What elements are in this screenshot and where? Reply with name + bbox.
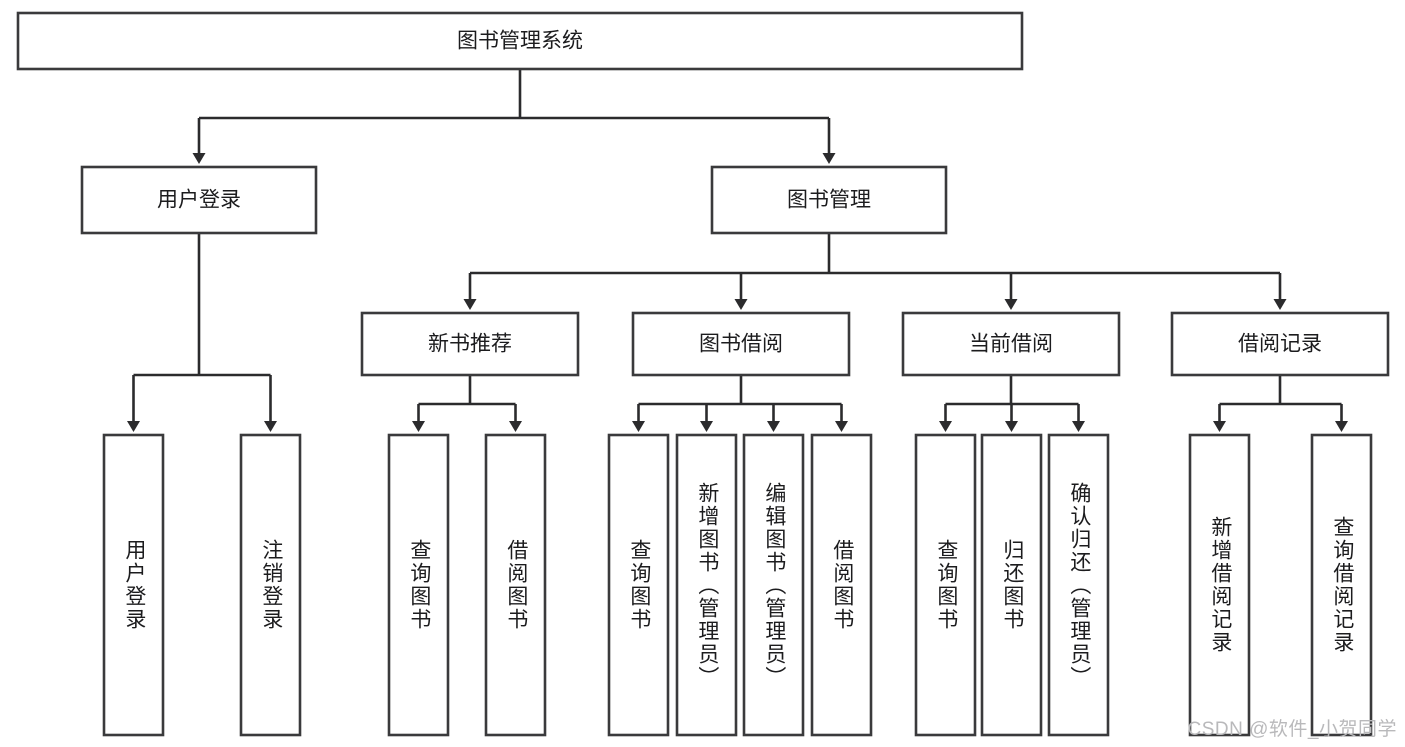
watermark: CSDN @软件_小贺同学 [1187, 719, 1397, 740]
node-box-book-manage[interactable] [710, 165, 948, 235]
node-box-root[interactable] [16, 11, 1024, 71]
node-box-layer [16, 11, 1390, 737]
node-box-current-return-book[interactable] [980, 433, 1043, 737]
node-box-borrow-edit-book[interactable] [742, 433, 805, 737]
node-box-current-borrow[interactable] [901, 311, 1121, 377]
node-box-new-book-recommend[interactable] [360, 311, 580, 377]
node-label-book-manage: 图书管理 [787, 189, 871, 212]
node-box-recommend-borrow-book[interactable] [484, 433, 547, 737]
node-box-user-logout-leaf[interactable] [239, 433, 302, 737]
node-label-borrow-record: 借阅记录 [1238, 333, 1322, 356]
node-box-user-login-leaf[interactable] [102, 433, 165, 737]
node-box-borrow-record[interactable] [1170, 311, 1390, 377]
node-box-book-borrow[interactable] [631, 311, 851, 377]
node-box-borrow-borrow-book[interactable] [810, 433, 873, 737]
node-box-user-login[interactable] [80, 165, 318, 235]
node-box-record-query[interactable] [1310, 433, 1373, 737]
node-label-current-borrow: 当前借阅 [969, 333, 1053, 356]
node-label-book-borrow: 图书借阅 [699, 333, 783, 356]
node-box-borrow-query-book[interactable] [607, 433, 670, 737]
node-box-borrow-add-book[interactable] [675, 433, 738, 737]
node-box-current-query-book[interactable] [914, 433, 977, 737]
node-label-user-login: 用户登录 [157, 189, 241, 212]
node-label-new-book-recommend: 新书推荐 [428, 333, 512, 356]
node-box-record-add[interactable] [1188, 433, 1251, 737]
node-label-root: 图书管理系统 [457, 30, 583, 53]
node-box-current-confirm-return[interactable] [1047, 433, 1110, 737]
connector-layer [127, 69, 1348, 432]
node-box-recommend-query-book[interactable] [387, 433, 450, 737]
